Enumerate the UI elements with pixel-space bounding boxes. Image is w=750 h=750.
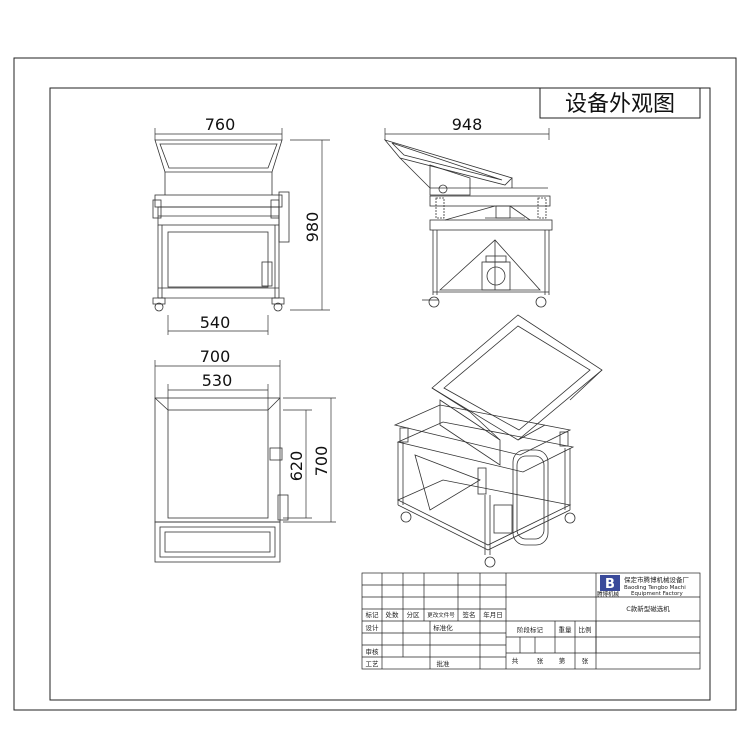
title-block — [361, 572, 701, 670]
logo-text: 腾博机械 — [597, 590, 620, 598]
label-approve: 批准 — [437, 659, 451, 668]
company-en-line1: Baoding Tengbo Machi — [624, 585, 686, 591]
dim-front-inner-width: 540 — [200, 313, 231, 332]
svg-text:B: B — [605, 577, 615, 592]
label-weight: 重量 — [559, 626, 573, 634]
top-view — [154, 397, 289, 563]
label-process: 工艺 — [366, 660, 380, 668]
label-date: 年月日 — [483, 610, 503, 619]
product-name: C款新型磁选机 — [626, 604, 670, 613]
label-design: 设计 — [366, 623, 380, 632]
label-sheet1: 张 — [537, 656, 544, 665]
label-doc-no: 更改文件号 — [427, 611, 455, 619]
dim-front-width: 760 — [205, 115, 236, 134]
drawing-title-box: 设备外观图 — [539, 87, 701, 119]
dim-top-inner-height: 620 — [287, 451, 306, 482]
isometric-view — [393, 314, 603, 568]
label-stage-mark: 阶段标记 — [517, 625, 544, 634]
company-name: 保定市腾博机械设备厂 — [624, 575, 690, 584]
label-standardize: 标准化 — [433, 623, 453, 632]
side-view-dimensions — [384, 128, 550, 140]
dim-top-inner-width: 530 — [202, 371, 233, 390]
label-sheet2: 张 — [582, 656, 589, 665]
label-mark: 标记 — [366, 610, 380, 619]
label-review: 审核 — [366, 647, 380, 656]
label-total: 共 — [512, 656, 519, 665]
front-view — [152, 139, 290, 312]
dim-top-width: 700 — [200, 347, 231, 366]
drawing-title: 设备外观图 — [565, 92, 675, 117]
label-zone: 分区 — [407, 610, 421, 619]
top-view-dimensions — [154, 360, 336, 523]
dim-top-height: 700 — [312, 446, 331, 477]
inner-border — [49, 87, 711, 701]
front-view-dimensions — [154, 128, 330, 335]
dim-front-height: 980 — [303, 212, 322, 243]
label-count: 处数 — [386, 610, 400, 619]
side-view — [383, 139, 553, 308]
company-logo: B 腾博机械 — [597, 575, 620, 598]
label-scale: 比例 — [579, 625, 592, 634]
dim-side-width: 948 — [452, 115, 483, 134]
label-signature: 签名 — [463, 610, 476, 619]
company-en-line2: Equipment Factory — [631, 591, 683, 597]
label-page: 第 — [559, 656, 566, 665]
outer-border — [13, 57, 737, 711]
